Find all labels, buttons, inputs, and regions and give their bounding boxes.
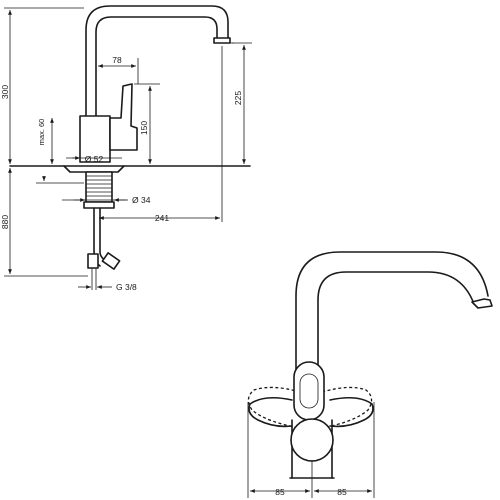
dim-label-241: 241 — [155, 213, 169, 223]
dim-thread-g38: G 3/8 — [78, 282, 137, 292]
dim-label-300: 300 — [0, 85, 10, 99]
dim-label-78: 78 — [112, 55, 122, 65]
dim-width-78: 78 — [95, 55, 139, 116]
dim-label-880: 880 — [0, 215, 10, 229]
dim-label-max-60: max. 60 — [37, 119, 46, 146]
lever-rotated-left — [247, 386, 301, 429]
dim-label-225: 225 — [233, 91, 243, 105]
dim-spout-225: 225 — [232, 42, 252, 164]
dim-label-85-left: 85 — [275, 487, 285, 497]
lever-front — [293, 361, 325, 421]
dim-label-thread: G 3/8 — [116, 282, 137, 292]
threaded-shank — [83, 171, 115, 209]
side-view: 300 880 max. 60 78 150 — [0, 5, 252, 292]
dim-dia-52: Ø 52 — [66, 154, 122, 164]
faucet-base-side — [9, 165, 251, 173]
dim-height-880: 880 — [0, 168, 88, 277]
dim-label-85-right: 85 — [337, 487, 347, 497]
dim-reach-241: 241 — [99, 46, 223, 223]
lever-rotated-right — [321, 386, 373, 429]
dim-max-60: max. 60 — [36, 118, 84, 184]
dim-height-300: 300 — [0, 7, 84, 164]
supply-hoses — [87, 207, 121, 290]
lever-side-shapes — [248, 396, 374, 428]
dim-label-dia-52: Ø 52 — [85, 154, 104, 164]
dim-label-dia-34: Ø 34 — [132, 195, 151, 205]
faucet-spout-front — [295, 251, 493, 383]
dim-label-150: 150 — [139, 121, 149, 135]
dim-lever-150: 150 — [134, 83, 160, 164]
dim-dia-34: Ø 34 — [62, 195, 151, 205]
dim-front-85: 85 85 — [247, 402, 375, 498]
front-view: 85 85 — [247, 251, 493, 498]
faucet-spout-side — [85, 5, 234, 161]
mixer-body-side — [79, 83, 138, 163]
